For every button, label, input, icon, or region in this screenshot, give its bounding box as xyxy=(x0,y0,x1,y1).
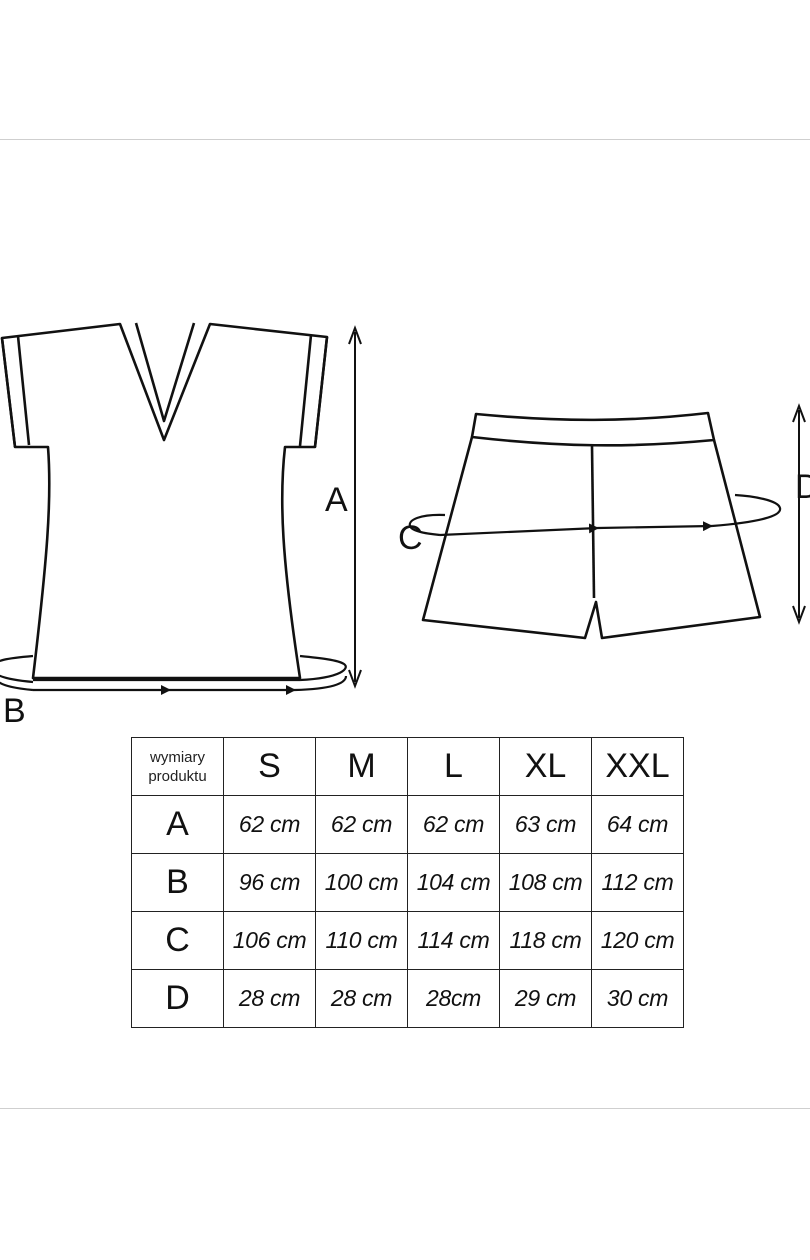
cell-b-xxl: 112 cm xyxy=(591,853,684,912)
size-header-s: S xyxy=(223,737,316,796)
cell-b-m: 100 cm xyxy=(315,853,408,912)
tshirt-drawing xyxy=(0,322,329,680)
cell-d-l: 28cm xyxy=(407,969,500,1028)
size-header-xl: XL xyxy=(499,737,592,796)
row-label-d: D xyxy=(131,969,224,1028)
cell-a-xxl: 64 cm xyxy=(591,795,684,854)
divider-bottom xyxy=(0,1108,810,1109)
size-header-l: L xyxy=(407,737,500,796)
cell-b-xl: 108 cm xyxy=(499,853,592,912)
corner-header: wymiary produktu xyxy=(131,737,224,796)
cell-a-xl: 63 cm xyxy=(499,795,592,854)
cell-a-s: 62 cm xyxy=(223,795,316,854)
label-d: D xyxy=(795,468,810,506)
cell-a-m: 62 cm xyxy=(315,795,408,854)
label-c: C xyxy=(398,519,423,557)
size-header-xxl: XXL xyxy=(591,737,684,796)
divider-top xyxy=(0,139,810,140)
table-row: B 96 cm 100 cm 104 cm 108 cm 112 cm xyxy=(131,853,684,912)
row-label-a: A xyxy=(131,795,224,854)
cell-c-xxl: 120 cm xyxy=(591,911,684,970)
corner-line-2: produktu xyxy=(148,767,207,785)
table-row: A 62 cm 62 cm 62 cm 63 cm 64 cm xyxy=(131,795,684,854)
measure-c-ring xyxy=(408,493,782,537)
label-a: A xyxy=(325,481,348,519)
cell-d-xxl: 30 cm xyxy=(591,969,684,1028)
cell-d-m: 28 cm xyxy=(315,969,408,1028)
size-table: wymiary produktu S M L XL XXL A 62 cm 62… xyxy=(131,737,684,1028)
cell-d-s: 28 cm xyxy=(223,969,316,1028)
cell-d-xl: 29 cm xyxy=(499,969,592,1028)
cell-c-xl: 118 cm xyxy=(499,911,592,970)
cell-b-l: 104 cm xyxy=(407,853,500,912)
cell-c-m: 110 cm xyxy=(315,911,408,970)
table-row: C 106 cm 110 cm 114 cm 118 cm 120 cm xyxy=(131,911,684,970)
cell-c-l: 114 cm xyxy=(407,911,500,970)
row-label-b: B xyxy=(131,853,224,912)
shorts-drawing xyxy=(421,411,762,640)
size-header-m: M xyxy=(315,737,408,796)
label-b: B xyxy=(3,692,26,730)
cell-a-l: 62 cm xyxy=(407,795,500,854)
cell-c-s: 106 cm xyxy=(223,911,316,970)
measure-d-arrow xyxy=(792,403,806,625)
cell-b-s: 96 cm xyxy=(223,853,316,912)
size-header-row: wymiary produktu S M L XL XXL xyxy=(131,737,684,796)
corner-line-1: wymiary xyxy=(150,748,205,766)
row-label-c: C xyxy=(131,911,224,970)
table-row: D 28 cm 28 cm 28cm 29 cm 30 cm xyxy=(131,969,684,1028)
measure-b-ring xyxy=(0,654,348,695)
measure-a-arrow xyxy=(348,325,362,689)
